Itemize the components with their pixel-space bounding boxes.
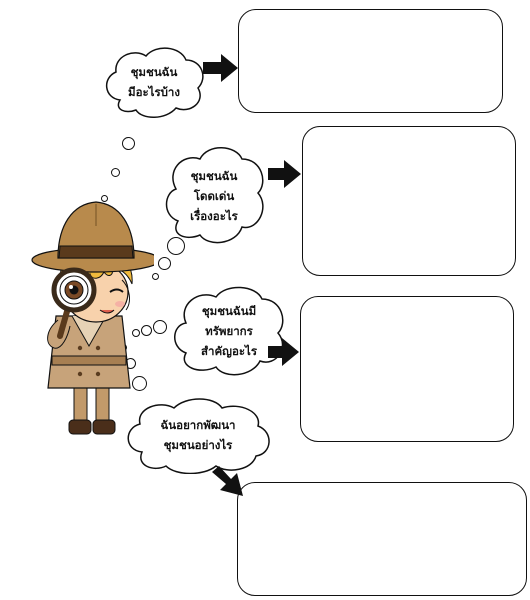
thought-dot	[153, 320, 167, 334]
cloud-shape	[165, 147, 264, 244]
thought-bubble-1: ชุมชนฉัน มีอะไรบ้าง	[98, 42, 210, 122]
thought-dot	[158, 257, 171, 270]
question-text-3: ชุมชนฉันมี ทรัพยากร สำคัญอะไร	[200, 304, 257, 358]
question-text-2: ชุมชนฉัน โดดเด่น เรื่องอะไร	[190, 169, 238, 223]
detective-illustration	[31, 201, 154, 435]
answer-box-4[interactable]	[237, 482, 527, 596]
thought-dot	[167, 237, 185, 255]
answer-box-2[interactable]	[302, 126, 516, 276]
arrow-right-icon	[203, 54, 238, 82]
thought-dot	[132, 376, 147, 391]
arrow-down-right-icon	[212, 466, 243, 496]
thought-bubble-2: ชุมชนฉัน โดดเด่น เรื่องอะไร	[158, 141, 270, 251]
question-text-1: ชุมชนฉัน มีอะไรบ้าง	[128, 65, 180, 99]
question-text-4: ฉันอยากพัฒนา ชุมชนอย่างไร	[160, 418, 236, 452]
thought-bubble-4: ฉันอยากพัฒนา ชุมชนอย่างไร	[120, 396, 276, 474]
cloud-shape	[174, 286, 284, 376]
answer-box-1[interactable]	[238, 9, 503, 113]
thought-dot	[101, 195, 108, 202]
arrow-right-icon	[268, 160, 301, 188]
thought-dot	[152, 273, 159, 280]
arrow-right-icon	[268, 338, 299, 366]
cloud-shape	[127, 398, 270, 474]
thought-dot	[122, 137, 135, 150]
answer-box-3[interactable]	[300, 296, 514, 442]
thought-dot	[141, 325, 152, 336]
thought-dot	[111, 168, 120, 177]
thought-bubble-3: ชุมชนฉันมี ทรัพยากร สำคัญอะไร	[168, 283, 290, 379]
thought-dot	[132, 329, 140, 337]
cloud-shape	[106, 47, 204, 118]
